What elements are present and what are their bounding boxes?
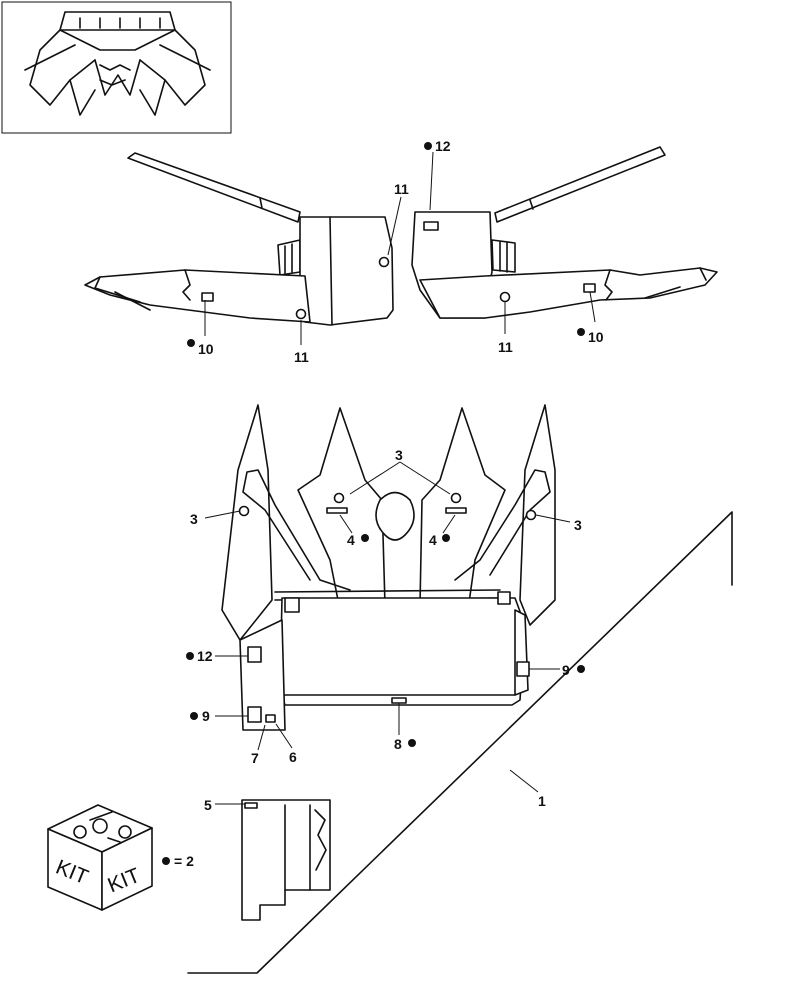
kit-box-icon: KIT KIT [47, 804, 153, 911]
callout-11-right-bottom: 11 [498, 339, 513, 355]
callout-1: 1 [538, 793, 546, 809]
callout-4-left: 4 [347, 532, 355, 548]
callout-3-left: 3 [190, 511, 198, 527]
callout-3-top: 3 [395, 447, 403, 463]
callout-12-left: 12 [197, 648, 213, 664]
kit-dot-icon [577, 665, 585, 673]
leader-lines [204, 151, 596, 805]
kit-dot-icon [577, 328, 585, 336]
right-side-view [411, 146, 718, 319]
callout-10-left: 10 [198, 341, 214, 357]
callout-11-top-left: 11 [394, 181, 409, 197]
callout-5: 5 [204, 797, 212, 813]
callout-3-right: 3 [574, 517, 582, 533]
kit-dot-icon [186, 652, 194, 660]
callout-11-left-bottom: 11 [294, 349, 309, 365]
bracket-part [241, 799, 331, 921]
callout-4-right: 4 [429, 532, 437, 548]
thumbnail-header-icon [24, 11, 211, 116]
callout-7: 7 [251, 750, 259, 766]
panel-outline [187, 511, 733, 974]
left-side-view [84, 152, 394, 326]
callout-6: 6 [289, 749, 297, 765]
legend-dot-icon [162, 857, 170, 865]
callout-9-left: 9 [202, 708, 210, 724]
kit-dot-icon [424, 142, 432, 150]
callout-8: 8 [394, 736, 402, 752]
kit-dot-icon [408, 739, 416, 747]
legend-equals-label: = 2 [174, 853, 194, 869]
callout-12-top: 12 [435, 138, 451, 154]
kit-dot-icon [187, 339, 195, 347]
rear-view-assembly [221, 404, 556, 731]
callouts: 12 11 10 11 11 10 3 3 3 4 4 12 9 9 8 7 6… [186, 138, 604, 813]
kit-dot-icon [361, 534, 369, 542]
kit-dot-icon [442, 534, 450, 542]
thumbnail-inset [1, 1, 232, 134]
callout-9-right: 9 [562, 662, 570, 678]
kit-dot-icon [190, 712, 198, 720]
callout-10-right: 10 [588, 329, 604, 345]
